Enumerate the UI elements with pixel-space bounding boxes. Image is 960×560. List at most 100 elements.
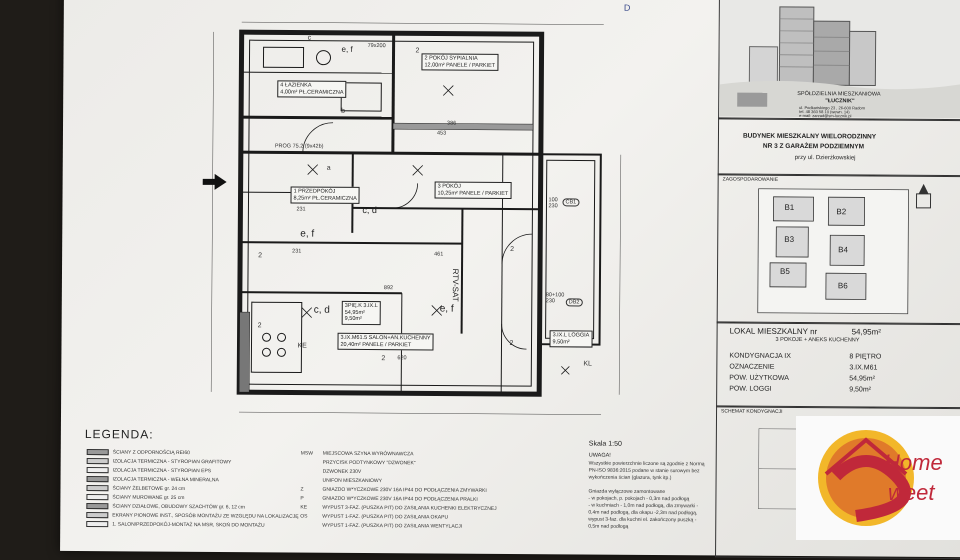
legend-item-label: 1. SALON/PRZEDPOKÓJ-MONTAŻ NA MSR, SKOŃ … <box>112 522 264 529</box>
note-line: 0,5m nad podłogą <box>588 524 628 530</box>
block-label: B3 <box>784 235 794 244</box>
room-letter: e, f <box>440 303 454 314</box>
legend-symbol-code: OS <box>300 514 322 520</box>
legend-symbol-code: KE <box>300 505 322 511</box>
legend-swatch <box>86 521 108 527</box>
rtv-sat-label: RTV-SAT <box>451 269 460 302</box>
room-letter: b <box>341 108 345 115</box>
dimension: 2 <box>416 47 420 54</box>
legend-item: UNIFON MIESZKANIOWY <box>301 478 382 485</box>
unit-rows <box>718 322 960 324</box>
legend-item-label: DZWONEK 230V <box>323 469 362 475</box>
unit-row-value: 8 PIĘTRO <box>849 353 881 360</box>
window-dim-2: 80+100 230 <box>546 292 565 304</box>
dimension: 2 <box>381 355 385 362</box>
unit-subtitle: 3 POKOJE + ANEKS KUCHENNY <box>776 337 860 344</box>
legend-item-label: ŚCIANY ŻELBETOWE gr. 24 cm <box>112 486 185 493</box>
legend-item: ŚCIANY Z ODPORNOŚCIĄ REI60 <box>87 449 190 456</box>
legend-item-label: WYPUST 3-FAZ. (PUSZKA PIT) DO ZASILANIA … <box>322 505 496 512</box>
legend-item-label: ŚCIANY MUROWANE gr. 25 cm <box>112 495 184 502</box>
legend-item: DZWONEK 230V <box>301 469 362 475</box>
block-label: B1 <box>784 203 794 212</box>
legend-item-label: IZOLACJA TERMICZNA - WEŁNA MINERALNA <box>113 477 219 484</box>
room-letter: a <box>327 165 331 172</box>
building-title-box: BUDYNEK MIESZKALNY WIELORODZINNY NR 3 Z … <box>718 117 960 177</box>
note-line: Gniazda wyłączowe zamontowane <box>588 489 665 496</box>
coop-brand: "ŁUCZNIK" <box>825 98 854 104</box>
window-dim-1: 100 230 <box>548 197 557 209</box>
entrance-arrow-icon <box>203 174 227 190</box>
unit-row-key: POW. LOGGI <box>729 386 771 393</box>
unit-row-key: KONDYGNACJA IX <box>729 353 791 360</box>
scale-label: Skala 1:50 <box>589 441 622 448</box>
ke-label: KE <box>297 343 306 350</box>
dimension: 892 <box>384 285 393 291</box>
notes-title: UWAGA! <box>589 453 611 459</box>
room-letter: e, f <box>300 229 314 240</box>
legend-item: IZOLACJA TERMICZNA - STYROPIAN EPS <box>87 467 212 474</box>
legend-swatch <box>86 494 108 500</box>
dimension: 2 <box>510 246 514 253</box>
logo-text-line2: weet <box>888 480 934 506</box>
legend-item-label: GNIAZDO W*YCZKOWE 230V 16A IP44 DO PODŁĄ… <box>322 496 477 503</box>
door-top-dim: 79x200 <box>368 43 386 49</box>
cabinet-db2: DB2 <box>566 298 583 306</box>
legend-symbol-code: MSW <box>301 451 323 457</box>
legend-item-label: WYPUST 1-FAZ. (PUSZKA PIT) DO ZASILANIA … <box>322 523 462 530</box>
legend-symbol-code: Z <box>300 487 322 493</box>
legend-item: PRZYCISK PODTYNKOWY "DZWONEK" <box>301 460 416 467</box>
legend-swatch <box>87 458 109 464</box>
building-title-2: NR 3 Z GARAŻEM PODZIEMNYM <box>763 143 864 151</box>
dimension: 2 <box>509 340 513 347</box>
note-line: - w kuchniach - 1,0m nad podłogą, dla zm… <box>588 503 698 510</box>
unit-row-key: POW. UŻYTKOWA <box>729 375 789 382</box>
site-plan-box: ZAGOSPODAROWANIE B1 B2 B3 B4 B5 B6 <box>717 173 960 325</box>
legend-item-label: MIEJSCOWA SZYNA WYRÓWNAWCZA <box>323 451 414 458</box>
coop-name: SPÓŁDZIELNIA MIESZKANIOWA <box>797 91 880 98</box>
kl-label: KL <box>583 361 592 368</box>
logo-text-line1: Home <box>884 450 943 476</box>
legend-swatch <box>86 503 108 509</box>
legend-item: EKRANY PIONOWE INST., SPOSÓB MONTAŻU ZE … <box>86 512 298 520</box>
block-label: B6 <box>838 281 848 290</box>
dimension: 231 <box>292 248 301 254</box>
building-street: przy ul. Dzierżkowskiej <box>795 155 856 161</box>
legend-item: ŚCIANY MUROWANE gr. 25 cm <box>86 494 184 501</box>
dimension: 2 <box>258 252 262 259</box>
note-line: 0,4m nad podłogą, dla okapu -2,3m nad po… <box>588 510 697 517</box>
unit-row-value: 54,95m² <box>849 375 875 382</box>
legend-item: IZOLACJA TERMICZNA - WEŁNA MINERALNA <box>87 476 219 483</box>
legend-title: LEGENDA: <box>85 427 154 441</box>
legend-item: WYPUST 1-FAZ. (PUSZKA PIT) DO ZASILANIA … <box>300 523 462 530</box>
note-line: - w pokojach, p. pokojach - 0,3m nad pod… <box>588 496 689 503</box>
legend-item-label: ŚCIANY Z ODPORNOŚCIĄ REI60 <box>113 450 190 457</box>
unit-info-box: LOKAL MIESZKALNY nr 54,95m² 3 POKOJE + A… <box>716 321 960 409</box>
floor-plan-drawing <box>61 0 719 435</box>
dimension: 453 <box>437 130 446 136</box>
dimension: 461 <box>434 251 443 257</box>
legend-symbol-code: P <box>300 496 322 502</box>
room-letter: c, d <box>314 305 330 316</box>
unit-row-key: OZNACZENIE <box>729 364 774 371</box>
block-label: B5 <box>780 267 790 276</box>
note-line: wykończenia ścian (glazura, tynk itp.) <box>589 475 672 482</box>
unit-area: 54,95m² <box>852 327 881 336</box>
legend-item-label: UNIFON MIESZKANIOWY <box>323 478 382 484</box>
dimension: 386 <box>447 121 456 127</box>
legend-item: ŚCIANY DZIAŁOWE, OBUDOWY SZACHTÓW gr. 6,… <box>86 503 245 510</box>
legend-item-label: GNIAZDO W*YCZKOWE 230V 16A IP44 DO PODŁĄ… <box>322 487 486 494</box>
legend-item-label: ŚCIANY DZIAŁOWE, OBUDOWY SZACHTÓW gr. 6,… <box>112 504 245 511</box>
watermark-logo: Home weet <box>796 416 960 540</box>
block-label: B2 <box>836 207 846 216</box>
room-letter: c, d <box>362 205 377 215</box>
